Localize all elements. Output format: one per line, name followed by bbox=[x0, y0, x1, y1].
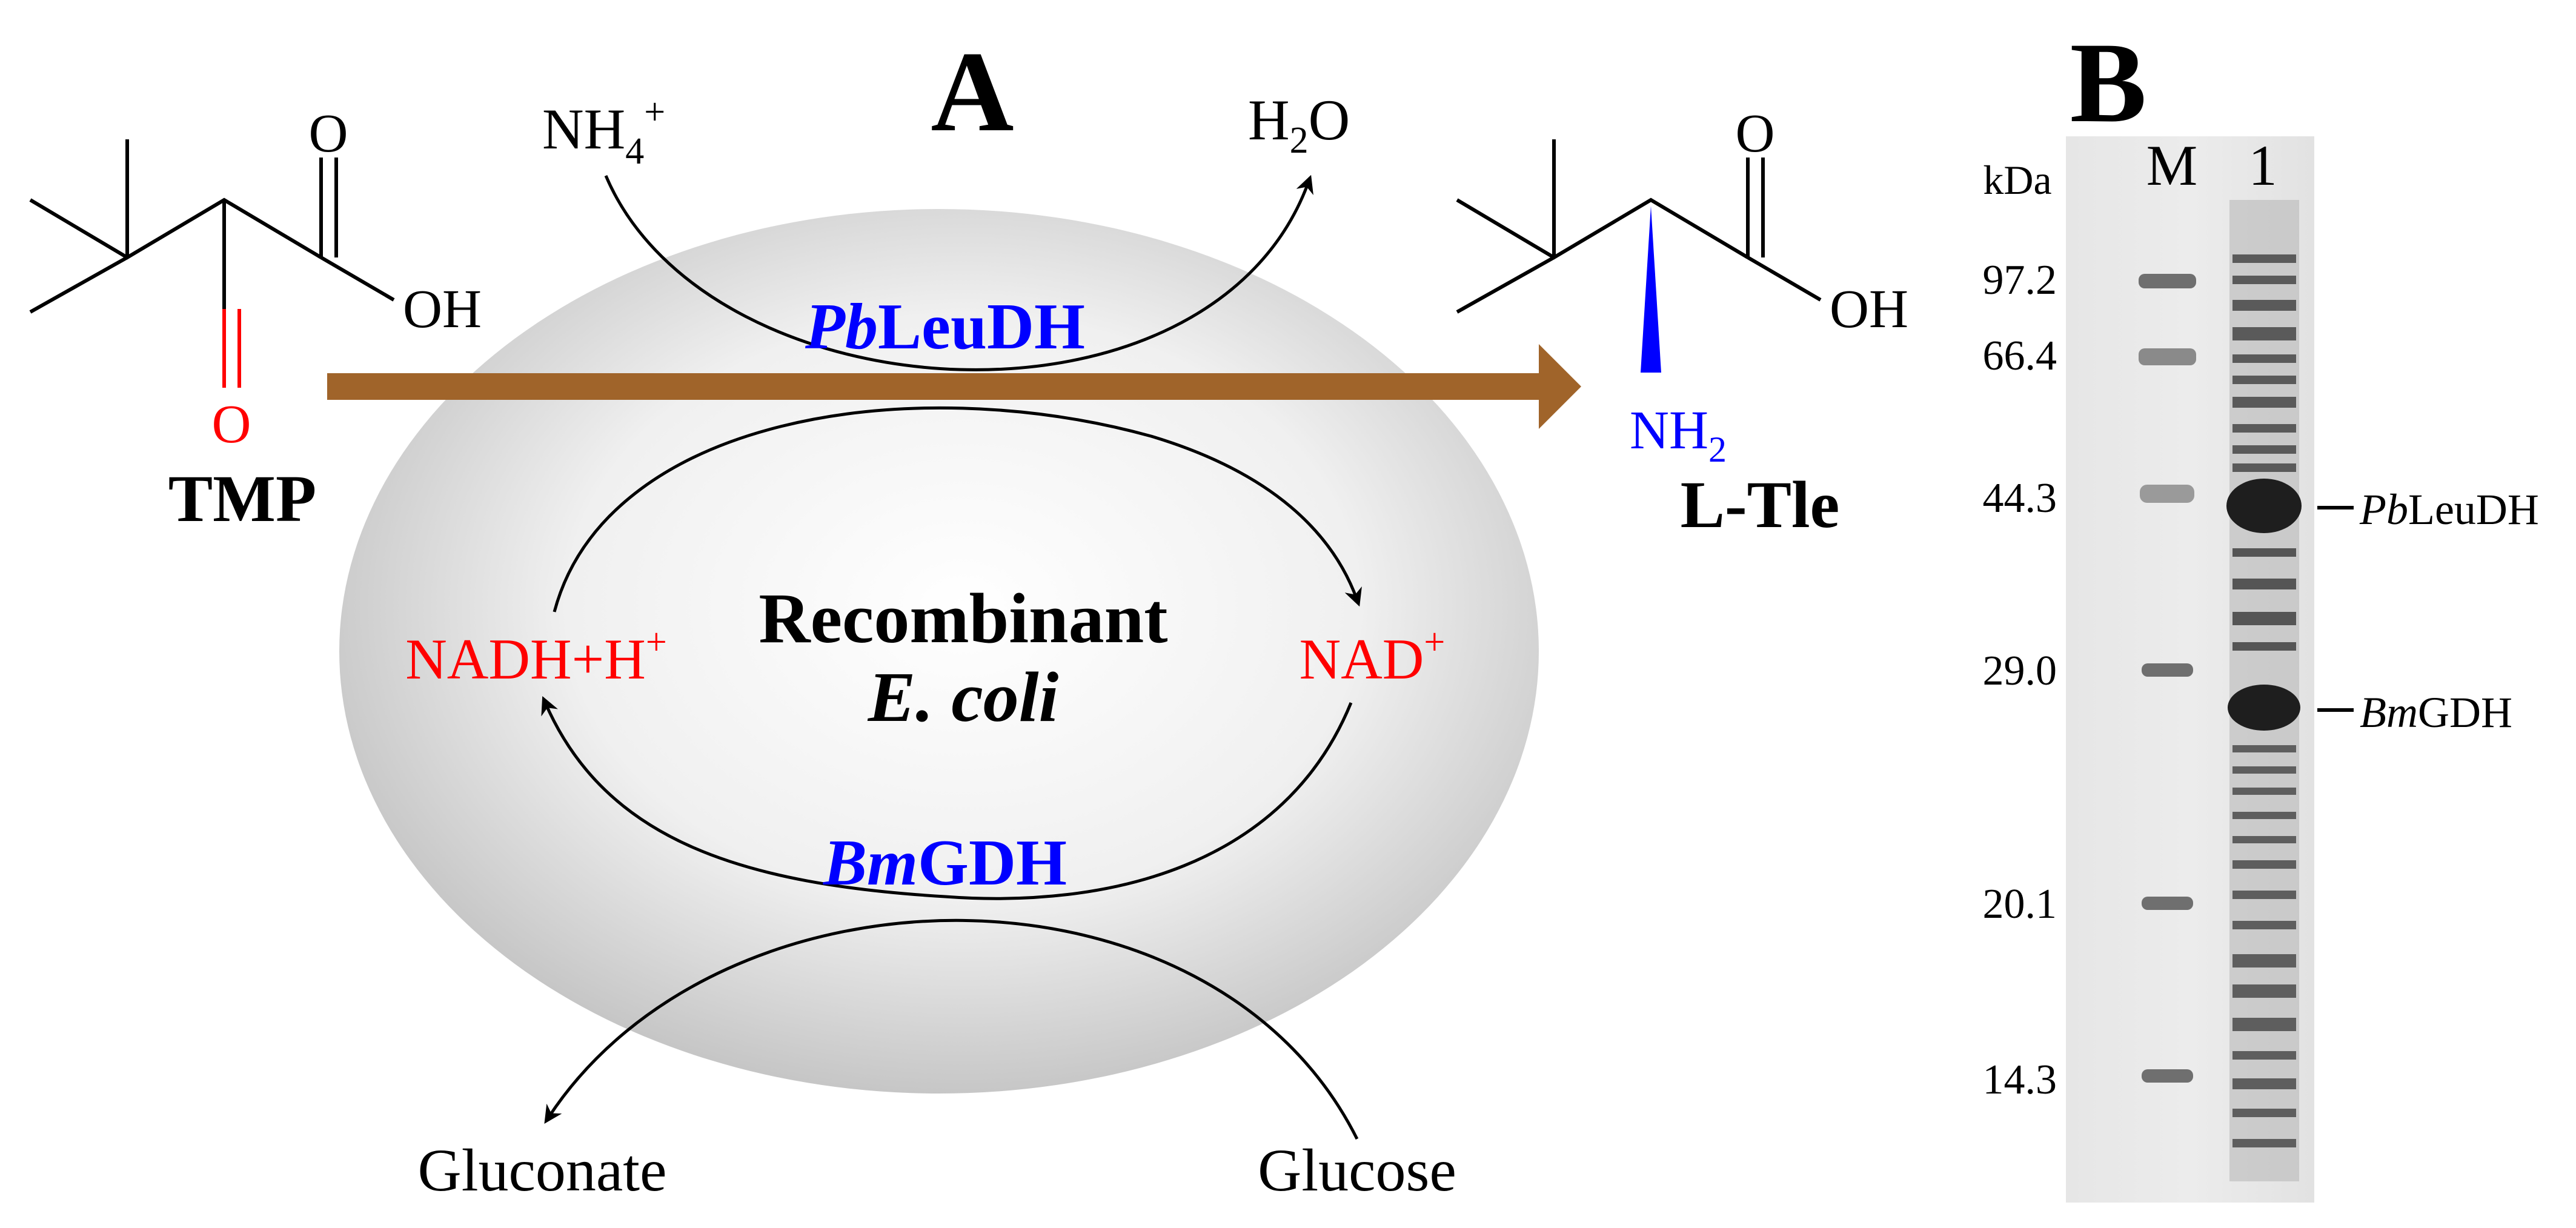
marker-band bbox=[2139, 274, 2196, 288]
sample-band bbox=[2232, 612, 2296, 625]
sample-band bbox=[2232, 300, 2296, 311]
sample-band bbox=[2232, 891, 2296, 899]
glucose-label: Glucose bbox=[1258, 1137, 1456, 1204]
tmp-oxo-o: O bbox=[212, 394, 251, 454]
marker-label-66: 66.4 bbox=[1983, 333, 2057, 379]
panel-a: A O OH O TMP NH4+ H2O PbLeuDH NA bbox=[29, 28, 1908, 1204]
sample-band bbox=[2232, 954, 2296, 967]
ltle-wedge-bond bbox=[1641, 206, 1661, 373]
nad-label: NAD+ bbox=[1300, 622, 1446, 691]
ltle-amine: NH2 bbox=[1630, 400, 1727, 470]
marker-band bbox=[2140, 485, 2194, 503]
sample-band bbox=[2232, 788, 2296, 795]
sample-band bbox=[2232, 1051, 2296, 1060]
main-reaction-arrow-head bbox=[1539, 344, 1581, 429]
sample-band bbox=[2232, 921, 2296, 929]
cofactor-cycle-lower-arc bbox=[541, 695, 1353, 900]
sample-band bbox=[2232, 354, 2296, 363]
ltle-hydroxyl: OH bbox=[1830, 279, 1908, 339]
kda-label: kDa bbox=[1983, 157, 2051, 203]
marker-label-29: 29.0 bbox=[1983, 648, 2057, 694]
marker-band bbox=[2139, 348, 2196, 365]
sample-band bbox=[2232, 836, 2296, 843]
ammonium-water-arc bbox=[604, 174, 1313, 371]
bmgdh-annotation: BmGDH bbox=[2360, 688, 2512, 737]
panel-b: B kDa M 1 97.2 66.4 44.3 29.0 20.1 14.3 bbox=[1983, 19, 2539, 1203]
sample-band bbox=[2232, 276, 2296, 284]
marker-band bbox=[2142, 1069, 2193, 1083]
marker-lane bbox=[2139, 274, 2196, 1083]
marker-label-44: 44.3 bbox=[1983, 475, 2057, 522]
sample-band bbox=[2232, 548, 2296, 557]
ltle-structure bbox=[1456, 139, 1822, 314]
sample-band bbox=[2232, 812, 2296, 819]
tmp-oxo-bond bbox=[222, 309, 241, 388]
tmp-label: TMP bbox=[168, 462, 316, 536]
panel-a-label: A bbox=[931, 28, 1014, 156]
enzyme-bmgdh-label: BmGDH bbox=[823, 827, 1067, 899]
cell-label-line2: E. coli bbox=[868, 657, 1059, 737]
sample-band bbox=[2232, 579, 2296, 589]
ammonium-label: NH4+ bbox=[542, 91, 665, 172]
lane-1-label: 1 bbox=[2248, 133, 2277, 197]
ltle-label: L-Tle bbox=[1681, 468, 1840, 542]
cell-ellipse bbox=[339, 209, 1539, 1094]
nadh-label: NADH+H+ bbox=[405, 622, 667, 691]
sample-band bbox=[2232, 1018, 2296, 1031]
sample-band bbox=[2232, 254, 2296, 263]
marker-band bbox=[2142, 897, 2193, 910]
sample-band bbox=[2232, 463, 2296, 472]
marker-label-20: 20.1 bbox=[1983, 881, 2057, 928]
sample-band bbox=[2232, 327, 2296, 340]
ltle-carbonyl-o: O bbox=[1736, 104, 1775, 164]
glucose-gluconate-arc bbox=[544, 918, 1359, 1140]
sample-band bbox=[2232, 1078, 2296, 1089]
lane-m-label: M bbox=[2146, 133, 2197, 197]
water-label: H2O bbox=[1248, 88, 1350, 161]
sample-band bbox=[2232, 642, 2296, 651]
sample-band bbox=[2232, 1109, 2296, 1117]
pbleudh-band bbox=[2226, 479, 2302, 533]
sample-band bbox=[2232, 1139, 2296, 1147]
panel-b-label: B bbox=[2070, 19, 2147, 147]
sample-band bbox=[2232, 397, 2296, 408]
tmp-hydroxyl: OH bbox=[403, 279, 482, 339]
bmgdh-band bbox=[2228, 685, 2300, 731]
enzyme-pbleudh-label: PbLeuDH bbox=[805, 291, 1085, 363]
tmp-structure bbox=[29, 139, 395, 314]
sample-band bbox=[2232, 445, 2296, 454]
tmp-carbonyl-o: O bbox=[309, 104, 348, 164]
sample-band bbox=[2232, 860, 2296, 869]
cofactor-cycle-upper-arc bbox=[553, 406, 1362, 612]
gluconate-label: Gluconate bbox=[418, 1137, 667, 1204]
sample-band bbox=[2232, 984, 2296, 998]
sample-band bbox=[2232, 745, 2296, 752]
marker-label-14: 14.3 bbox=[1983, 1057, 2057, 1103]
marker-label-97: 97.2 bbox=[1983, 257, 2057, 304]
sample-band bbox=[2232, 376, 2296, 384]
pbleudh-annotation: PbLeuDH bbox=[2359, 485, 2539, 534]
sample-lane bbox=[2226, 200, 2302, 1181]
sample-band bbox=[2232, 424, 2296, 433]
cell-label-line1: Recombinant bbox=[759, 579, 1167, 658]
sample-band bbox=[2232, 766, 2296, 774]
marker-band bbox=[2142, 663, 2193, 677]
